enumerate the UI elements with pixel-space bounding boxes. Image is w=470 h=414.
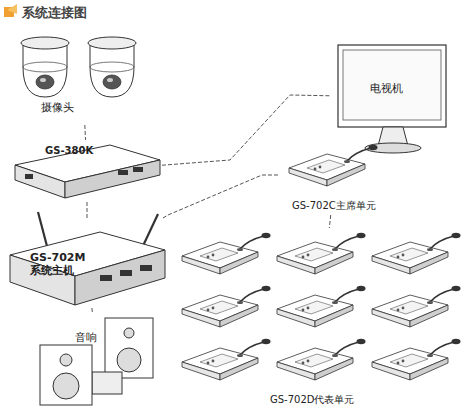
delegate-unit bbox=[372, 339, 461, 380]
switcher-device: GS-380K bbox=[12, 140, 162, 202]
connector-group bbox=[84, 125, 86, 140]
speaker-illustration bbox=[40, 318, 153, 405]
device-side bbox=[75, 250, 165, 305]
port bbox=[133, 167, 143, 172]
camera bbox=[88, 37, 136, 97]
delegate-unit bbox=[182, 339, 271, 380]
delegate-unit bbox=[182, 286, 271, 327]
tv-frame bbox=[338, 45, 446, 127]
woofer bbox=[117, 348, 141, 372]
port bbox=[25, 174, 33, 179]
cable-connector bbox=[329, 215, 330, 228]
node-label: 电视机 bbox=[370, 82, 403, 95]
device-front bbox=[15, 165, 65, 198]
port bbox=[120, 270, 132, 276]
port bbox=[140, 265, 152, 271]
tv-device: 电视机 bbox=[330, 38, 452, 156]
cable-connector bbox=[87, 202, 88, 218]
node-label: 音响 bbox=[75, 331, 97, 344]
delegate-unit bbox=[182, 233, 271, 274]
delegate-unit bbox=[277, 233, 366, 274]
delegate-units bbox=[182, 233, 461, 380]
camera-illustration bbox=[21, 37, 136, 97]
delegate-unit-group: GS-702D代表单元 bbox=[172, 228, 467, 411]
host-device: GS-702M 系统主机 bbox=[8, 218, 166, 308]
node-label: GS-702C主席单元 bbox=[292, 200, 376, 212]
device-side bbox=[65, 160, 160, 198]
title-icon bbox=[7, 4, 17, 14]
switcher-illustration bbox=[15, 145, 160, 198]
connector-group bbox=[87, 202, 88, 218]
delegate-unit bbox=[372, 286, 461, 327]
delegate-unit bbox=[372, 233, 461, 274]
speaker-group: 音响 bbox=[35, 312, 160, 407]
port bbox=[118, 170, 128, 175]
camera bbox=[21, 37, 69, 97]
antenna bbox=[142, 214, 158, 248]
node-label: GS-702M 系统主机 bbox=[30, 251, 90, 277]
node-label: GS-702D代表单元 bbox=[270, 394, 355, 406]
cable-connector bbox=[84, 125, 86, 140]
cable-connector bbox=[163, 175, 280, 218]
cable-connector bbox=[91, 308, 92, 312]
host-illustration bbox=[10, 212, 165, 305]
connector-group bbox=[163, 175, 280, 218]
speaker bbox=[40, 345, 92, 405]
delegate-unit bbox=[277, 286, 366, 327]
connector-group bbox=[162, 95, 330, 165]
connector-group bbox=[91, 308, 92, 312]
camera-group: 摄像头 bbox=[15, 28, 150, 125]
port bbox=[100, 275, 112, 281]
tv-illustration bbox=[338, 45, 446, 153]
node-label: 摄像头 bbox=[41, 101, 74, 114]
tweeter bbox=[124, 328, 134, 338]
speaker bbox=[105, 318, 153, 378]
tweeter bbox=[60, 354, 72, 366]
connector-group bbox=[329, 215, 330, 228]
chairman-unit bbox=[289, 145, 378, 186]
delegate-unit bbox=[277, 339, 366, 380]
amplifier bbox=[92, 372, 122, 394]
node-label: GS-380K bbox=[45, 145, 93, 157]
cable-connector bbox=[162, 95, 330, 165]
antenna bbox=[38, 212, 48, 250]
woofer bbox=[53, 373, 79, 399]
tv-screen bbox=[343, 50, 441, 120]
chairman-unit-node: GS-702C主席单元 bbox=[280, 135, 390, 215]
diagram-title: 系统连接图 bbox=[22, 4, 87, 22]
